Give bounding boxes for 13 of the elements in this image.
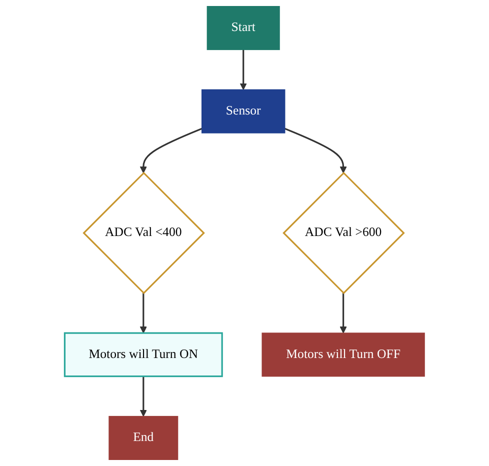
arrow [140, 376, 147, 417]
node-diamond: ADC Val >600 [282, 172, 405, 294]
arrow [140, 128, 202, 174]
node-box: Sensor [201, 89, 286, 134]
node-box: Start [206, 6, 280, 50]
arrow [284, 128, 347, 174]
arrow [240, 50, 247, 90]
node-diamond: ADC Val <400 [82, 172, 205, 294]
arrow [340, 293, 347, 334]
arrow [140, 293, 147, 334]
node-box: Motors will Turn OFF [262, 332, 425, 377]
node-box: End [108, 416, 178, 460]
node-box: Motors will Turn ON [64, 332, 223, 378]
